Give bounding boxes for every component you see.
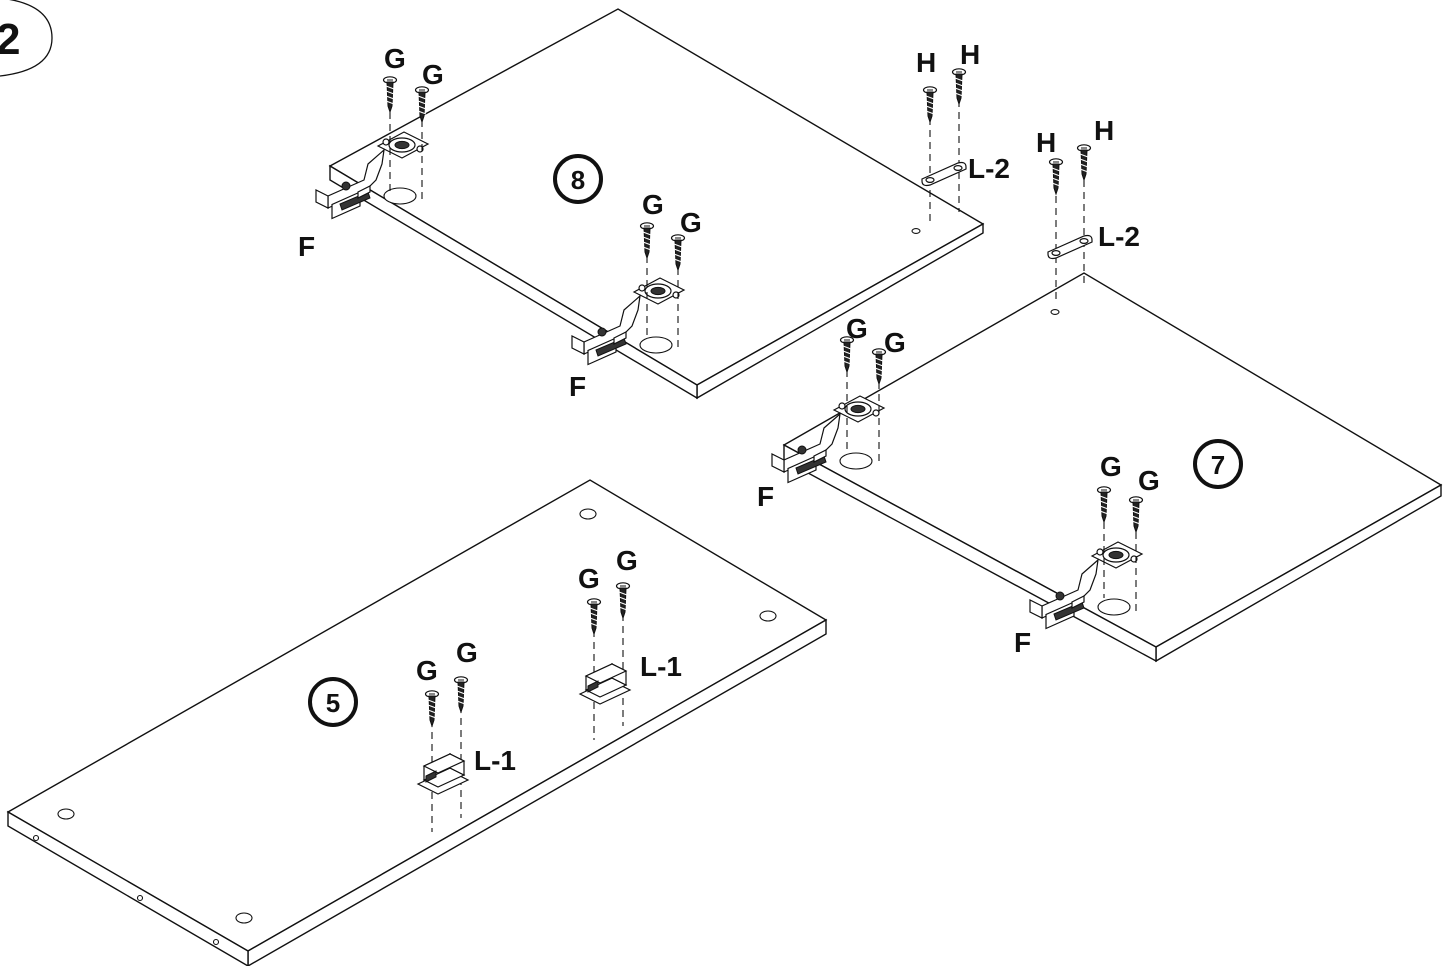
edge-hole [136,894,144,902]
hinge-cup-hole [1097,598,1131,616]
shelf-hole [57,808,75,820]
label-f: F [1014,627,1031,658]
panel-8: 8 G G F G G F H H L-2 [298,8,1010,402]
step-marker: 2 [0,0,53,77]
panel-5-number: 5 [326,688,340,718]
shelf-hole [235,912,253,924]
screw-h [951,68,967,105]
label-g: G [616,545,638,576]
hinge-cup-hole [639,336,673,354]
panel-5: 5 G G L-1 G G L-1 [6,479,828,966]
pilot-hole [1050,309,1060,315]
label-f: F [757,481,774,512]
label-l1: L-1 [640,651,682,682]
panel-8-number: 8 [571,165,585,195]
shelf-hole [759,610,777,622]
panel-7-number: 7 [1211,450,1225,480]
label-g: G [680,207,702,238]
screw-h [1076,144,1092,181]
label-f: F [298,231,315,262]
label-l2: L-2 [1098,221,1140,252]
panel-5-edge-left [7,810,249,966]
label-g: G [1138,465,1160,496]
label-h: H [960,39,980,70]
label-g: G [456,637,478,668]
screw-h [922,86,938,123]
label-h: H [1094,115,1114,146]
label-f: F [569,371,586,402]
panel-7-badge: 7 [1193,439,1243,489]
panel-5-face [6,479,828,952]
label-h: H [1036,127,1056,158]
label-g: G [884,327,906,358]
step-number: 2 [0,15,20,64]
panel-8-badge: 8 [553,154,603,204]
label-g: G [422,59,444,90]
step-marker-arc [0,0,53,77]
label-g: G [642,189,664,220]
label-l2: L-2 [968,153,1010,184]
label-g: G [1100,451,1122,482]
hinge-cup-hole [839,452,873,470]
label-h: H [916,47,936,78]
panel-5-badge: 5 [308,677,358,727]
label-g: G [384,43,406,74]
screw-g [382,76,398,113]
edge-hole [212,938,220,946]
label-g: G [846,313,868,344]
screw-h [1048,158,1064,195]
pilot-hole [911,228,921,234]
label-l1: L-1 [474,745,516,776]
shelf-hole [579,508,597,520]
label-g: G [578,563,600,594]
edge-hole [32,834,40,842]
panel-7: 7 G G F G G F H H L-2 [757,115,1443,663]
hinge-cup-hole [383,187,417,205]
plate-l2 [1047,234,1093,260]
label-g: G [416,655,438,686]
